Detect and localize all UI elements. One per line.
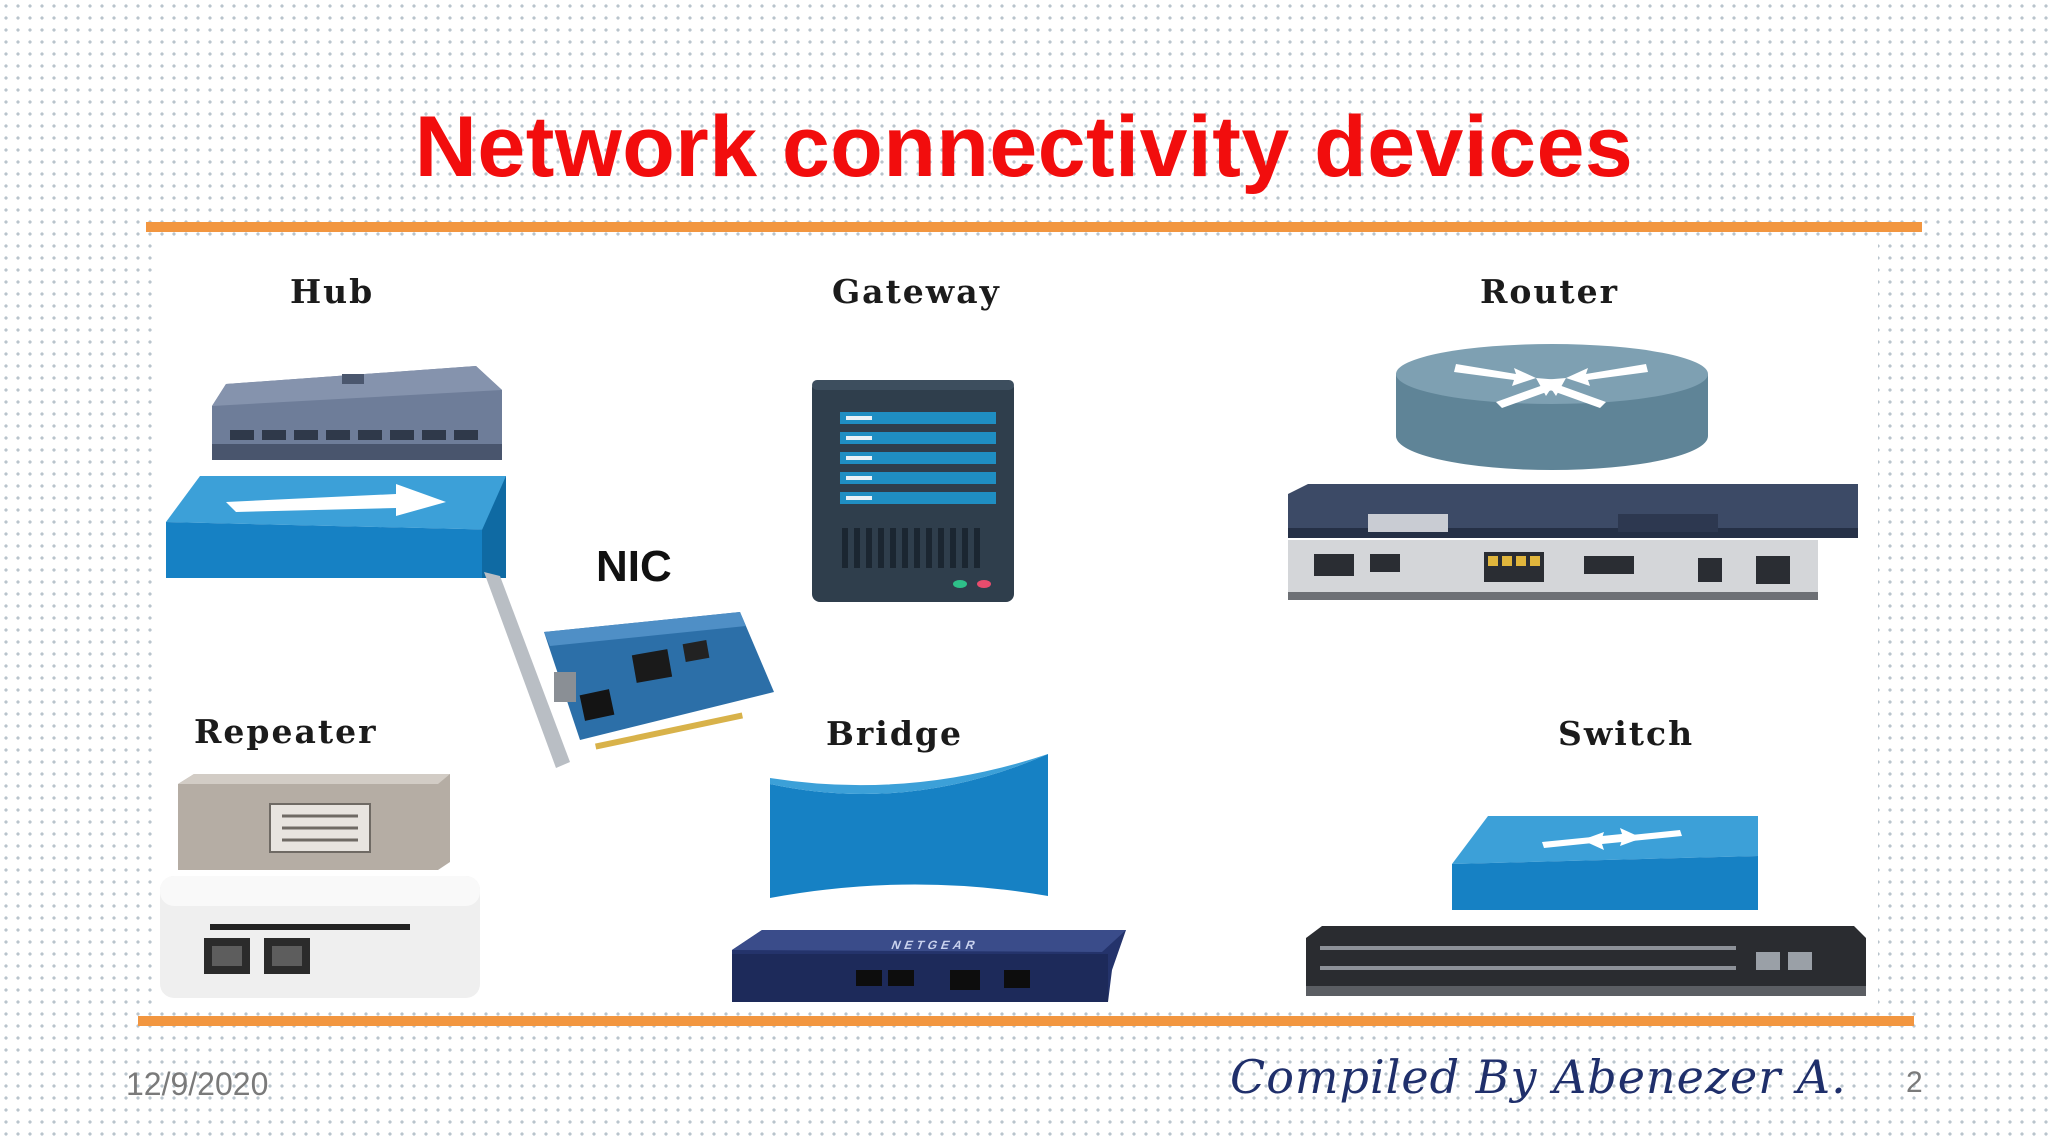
label-switch: Switch bbox=[1558, 714, 1695, 753]
page-number: 2 bbox=[1906, 1066, 1923, 1099]
hub-symbol-icon bbox=[166, 476, 506, 578]
repeater-hardware-icon bbox=[160, 876, 480, 998]
bridge-hardware-icon bbox=[732, 930, 1126, 1002]
switch-symbol-icon bbox=[1452, 816, 1758, 910]
gateway-server-icon bbox=[812, 380, 1014, 602]
nic-card-icon bbox=[484, 572, 774, 768]
router-hardware-icon bbox=[1288, 484, 1858, 600]
switch-hardware-icon bbox=[1306, 926, 1866, 996]
hub-device-icon bbox=[212, 366, 502, 460]
label-repeater: Repeater bbox=[194, 712, 378, 751]
netgear-brand-text: NETGEAR bbox=[889, 938, 982, 952]
footer-credit: Compiled By Abenezer A. bbox=[1230, 1050, 1847, 1104]
label-gateway: Gateway bbox=[832, 272, 1001, 311]
bridge-symbol-icon bbox=[770, 754, 1048, 898]
label-nic: NIC bbox=[596, 542, 672, 591]
slide-title: Network connectivity devices bbox=[414, 99, 1634, 195]
top-divider bbox=[146, 222, 1922, 232]
bottom-divider bbox=[138, 1016, 1914, 1026]
repeater-symbol-icon bbox=[178, 774, 450, 870]
label-hub: Hub bbox=[290, 272, 375, 311]
label-bridge: Bridge bbox=[826, 714, 963, 753]
label-router: Router bbox=[1480, 272, 1620, 311]
router-symbol-icon bbox=[1396, 344, 1708, 470]
footer-date: 12/9/2020 bbox=[126, 1066, 269, 1102]
